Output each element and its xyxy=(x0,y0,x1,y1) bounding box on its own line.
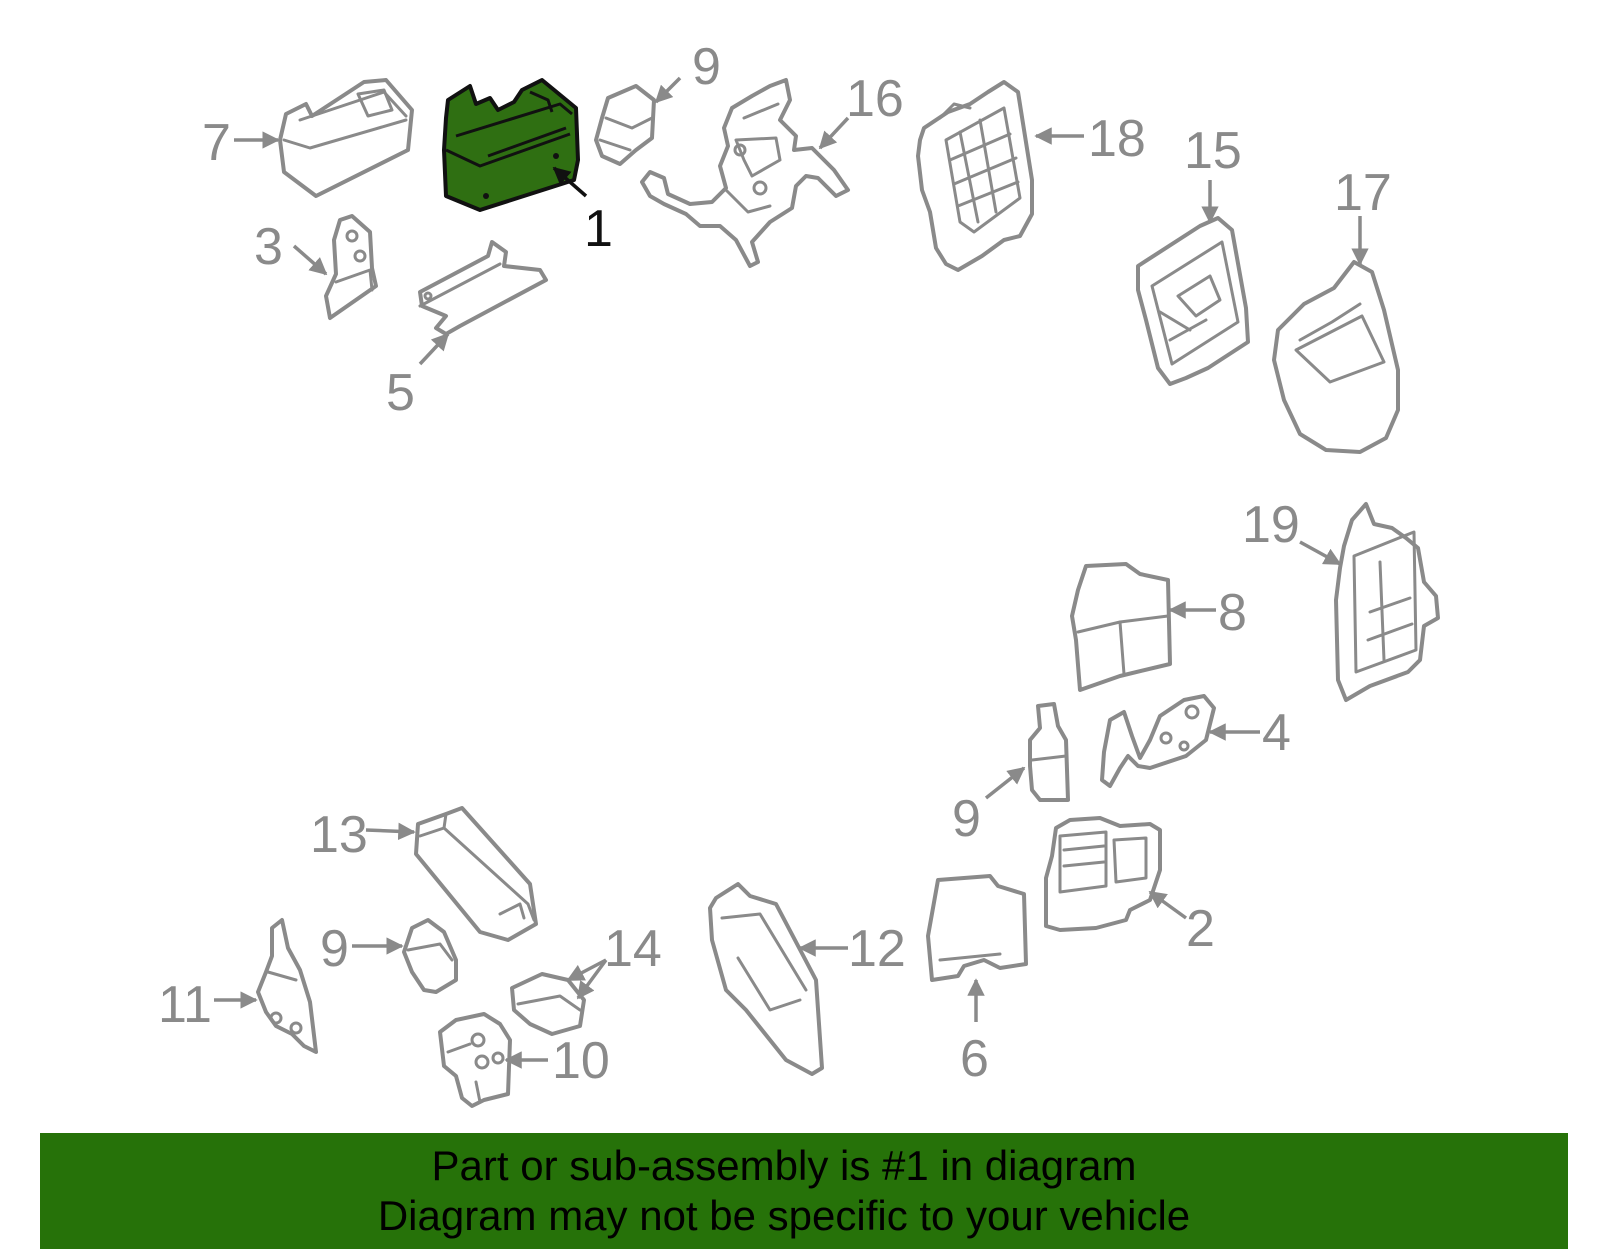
callout-15[interactable]: 15 xyxy=(1184,122,1242,180)
callout-9-top[interactable]: 9 xyxy=(692,38,721,96)
callout-11[interactable]: 11 xyxy=(158,976,212,1034)
part-16[interactable] xyxy=(640,78,850,268)
callout-1[interactable]: 1 xyxy=(584,200,613,258)
callout-2[interactable]: 2 xyxy=(1186,900,1215,958)
banner-line-part: Part or sub-assembly is #1 in diagram xyxy=(431,1142,1137,1189)
callout-19[interactable]: 19 xyxy=(1242,496,1300,554)
part-18[interactable] xyxy=(916,80,1034,272)
info-banner: Part or sub-assembly is #1 in diagram Di… xyxy=(40,1133,1568,1249)
part-10[interactable] xyxy=(438,1012,512,1108)
part-1-highlighted[interactable] xyxy=(442,78,580,212)
callout-7[interactable]: 7 xyxy=(202,114,231,172)
callout-16[interactable]: 16 xyxy=(846,70,904,128)
callout-9-bottom[interactable]: 9 xyxy=(320,920,349,978)
part-12[interactable] xyxy=(708,882,824,1076)
part-19[interactable] xyxy=(1334,502,1440,702)
callout-10[interactable]: 10 xyxy=(552,1032,610,1090)
part-17[interactable] xyxy=(1272,260,1400,454)
part-2[interactable] xyxy=(1044,816,1162,932)
callout-17[interactable]: 17 xyxy=(1334,164,1392,222)
part-15[interactable] xyxy=(1136,216,1250,386)
callout-13[interactable]: 13 xyxy=(310,806,368,864)
banner-line-disclaimer: Diagram may not be specific to your vehi… xyxy=(377,1192,1191,1239)
part-14[interactable] xyxy=(510,972,586,1036)
part-8[interactable] xyxy=(1070,562,1172,692)
part-3[interactable] xyxy=(324,214,378,320)
callout-12[interactable]: 12 xyxy=(848,920,906,978)
part-9-top[interactable] xyxy=(594,84,656,166)
part-11[interactable] xyxy=(256,918,318,1054)
callout-labels: 1 2 3 4 5 6 7 8 9 9 9 10 11 12 13 14 15 … xyxy=(158,38,1392,1090)
callout-18[interactable]: 18 xyxy=(1088,110,1146,168)
part-4[interactable] xyxy=(1100,694,1216,788)
part-5[interactable] xyxy=(418,240,548,336)
callout-leaders xyxy=(214,76,1369,1069)
callout-9-right[interactable]: 9 xyxy=(952,790,981,848)
part-9-bottom[interactable] xyxy=(402,918,458,994)
callout-5[interactable]: 5 xyxy=(386,364,415,422)
part-6[interactable] xyxy=(926,874,1028,982)
part-9-right[interactable] xyxy=(1028,702,1070,802)
callout-6[interactable]: 6 xyxy=(960,1030,989,1088)
callout-3[interactable]: 3 xyxy=(254,218,283,276)
part-7[interactable] xyxy=(278,78,414,198)
callout-4[interactable]: 4 xyxy=(1262,704,1291,762)
callout-8[interactable]: 8 xyxy=(1218,584,1247,642)
callout-14[interactable]: 14 xyxy=(604,920,662,978)
part-13[interactable] xyxy=(414,806,538,942)
